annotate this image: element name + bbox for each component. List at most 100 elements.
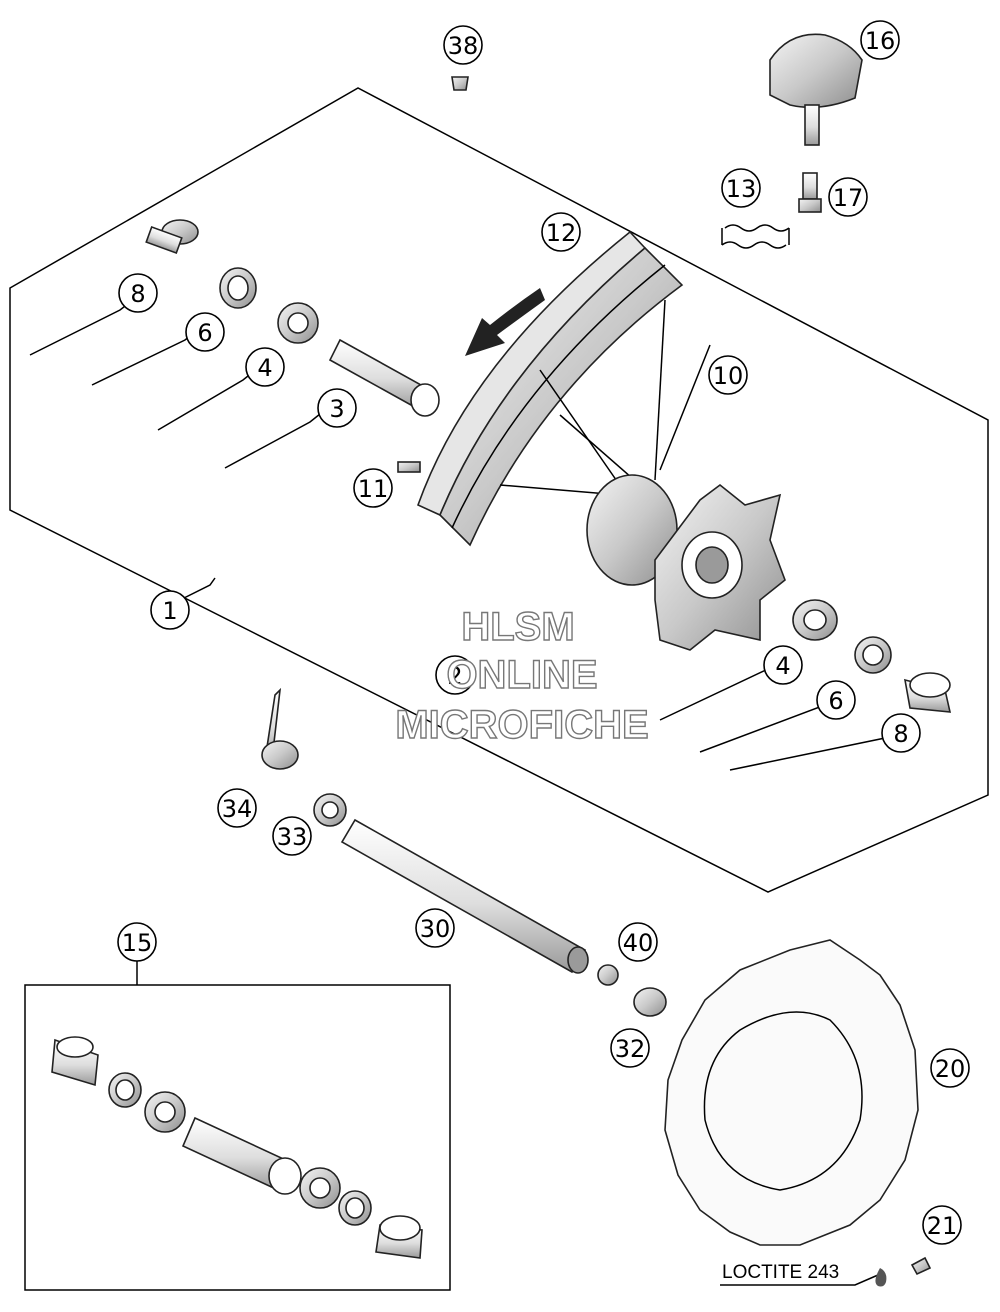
callout-c21: 21	[922, 1205, 962, 1245]
nipple-part-11	[397, 461, 421, 473]
callout-number: 6	[828, 687, 843, 715]
subassembly-seal-left	[108, 1072, 142, 1108]
callout-circle	[860, 20, 900, 60]
callout-number: 8	[893, 720, 908, 748]
callout-c30: 30	[415, 908, 455, 948]
callout-circle	[763, 645, 803, 685]
callout-number: 30	[420, 915, 451, 943]
callout-circle	[610, 1028, 650, 1068]
callout-circle	[272, 816, 312, 856]
axle-clamp-part-34	[261, 687, 299, 770]
callout-c2: 2	[435, 655, 475, 695]
callout-circle	[317, 388, 357, 428]
callout-number: 1	[162, 597, 177, 625]
loctite-note: LOCTITE 243	[722, 1262, 839, 1283]
callout-circle	[721, 168, 761, 208]
callout-c38: 38	[443, 25, 483, 65]
callout-c32: 32	[610, 1028, 650, 1068]
spacer-tube-part-3	[328, 338, 440, 417]
callout-number: 2	[447, 662, 462, 690]
subassembly-spacer-tube	[181, 1116, 302, 1195]
callout-number: 11	[358, 475, 389, 503]
cap-part-38	[451, 76, 469, 91]
callout-c4b: 4	[763, 645, 803, 685]
subassembly-outline-box	[24, 984, 451, 1291]
callout-circle	[217, 788, 257, 828]
callout-number: 4	[257, 354, 272, 382]
callout-number: 16	[865, 27, 896, 55]
callout-number: 8	[130, 280, 145, 308]
axle-cap-part-32	[633, 987, 667, 1017]
watermark-line-2: ONLINE	[446, 653, 597, 697]
callout-number: 15	[122, 929, 153, 957]
callout-circle	[922, 1205, 962, 1245]
callout-c13: 13	[721, 168, 761, 208]
callout-c10: 10	[708, 355, 748, 395]
bolt-part-21	[910, 1256, 932, 1276]
callout-c40: 40	[618, 922, 658, 962]
callout-c4a: 4	[245, 347, 285, 387]
hub-part-2	[586, 474, 786, 651]
callout-c11: 11	[353, 468, 393, 508]
valve-part-17	[798, 172, 822, 213]
callout-c6a: 6	[185, 312, 225, 352]
callout-circle	[708, 355, 748, 395]
rotation-arrow	[465, 288, 545, 356]
axle-part-30	[340, 818, 589, 974]
callout-c15: 15	[117, 922, 157, 962]
callout-circle	[816, 680, 856, 720]
watermark-line-3: MICROFICHE	[395, 703, 648, 747]
callout-c3: 3	[317, 388, 357, 428]
spacer-part-8-left	[145, 219, 199, 255]
stand-part-16	[769, 33, 863, 146]
callout-c8a: 8	[118, 273, 158, 313]
subassembly-bearing-left	[144, 1091, 186, 1133]
brake-disc-part-20	[664, 939, 919, 1246]
callout-c17: 17	[828, 177, 868, 217]
callout-circle	[415, 908, 455, 948]
callout-number: 40	[623, 929, 654, 957]
bearing-part-4-right	[792, 599, 838, 641]
callout-number: 17	[833, 184, 864, 212]
callout-number: 20	[935, 1055, 966, 1083]
callout-c16: 16	[860, 20, 900, 60]
watermark-line-1: HLSM	[461, 605, 574, 649]
callout-c8b: 8	[881, 713, 921, 753]
callout-circle	[443, 25, 483, 65]
callout-circle	[150, 590, 190, 630]
callout-c33: 33	[272, 816, 312, 856]
callout-circle	[618, 922, 658, 962]
callout-c12: 12	[541, 212, 581, 252]
callout-number: 33	[277, 823, 308, 851]
callout-circle	[828, 177, 868, 217]
subassembly-seal-right	[338, 1190, 372, 1226]
callout-circle	[541, 212, 581, 252]
bearing-part-4-left	[277, 302, 319, 344]
callout-number: 10	[713, 362, 744, 390]
subassembly-spacer-left	[51, 1036, 99, 1087]
callout-circle	[353, 468, 393, 508]
callout-number: 6	[197, 319, 212, 347]
callout-circle	[185, 312, 225, 352]
seal-part-6-left	[219, 267, 257, 309]
seal-part-6-right	[854, 636, 892, 674]
callout-number: 13	[726, 175, 757, 203]
callout-number: 3	[329, 395, 344, 423]
callout-number: 12	[546, 219, 577, 247]
callout-number: 4	[775, 652, 790, 680]
callout-number: 32	[615, 1035, 646, 1063]
rim-part	[416, 230, 684, 547]
callout-number: 34	[222, 795, 253, 823]
callout-c6b: 6	[816, 680, 856, 720]
rim-tape-part-13	[721, 224, 790, 249]
loctite-drop-icon	[875, 1268, 887, 1287]
callout-circle	[930, 1048, 970, 1088]
callout-circle	[117, 922, 157, 962]
watermark: HLSM ONLINE MICROFICHE	[395, 604, 650, 747]
callout-c20: 20	[930, 1048, 970, 1088]
callout-circle	[881, 713, 921, 753]
spacer-part-8-right	[903, 672, 952, 713]
callout-c34: 34	[217, 788, 257, 828]
